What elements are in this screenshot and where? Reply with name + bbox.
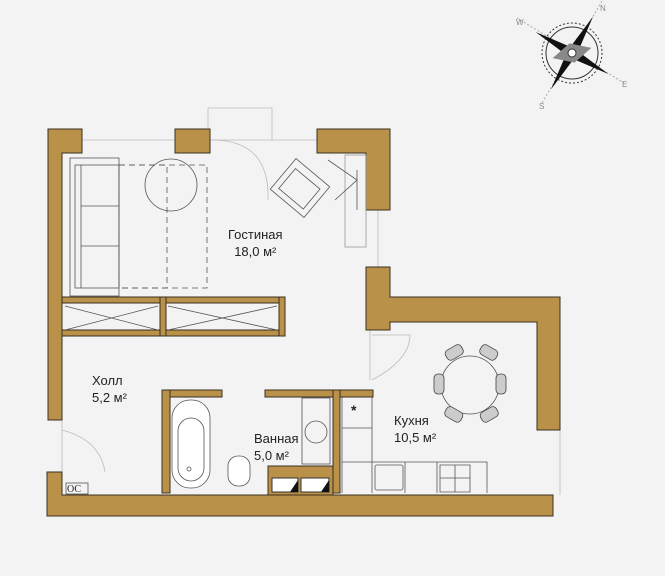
boiler-box (65, 482, 89, 495)
armchair (269, 157, 331, 219)
compass-n: N (600, 4, 606, 13)
living-furniture (64, 154, 367, 331)
room-label-hall: Холл 5,2 м² (92, 372, 127, 406)
kitchen-furniture (341, 344, 507, 493)
boiler-label: ОС (67, 484, 82, 495)
bath-furniture (171, 397, 331, 493)
compass-s: S (539, 102, 545, 111)
room-area: 5,2 м² (92, 390, 127, 405)
room-label-bath: Ванная 5,0 м² (254, 430, 299, 464)
room-label-living: Гостиная 18,0 м² (228, 226, 283, 260)
kitchen-mark: * (351, 402, 357, 418)
room-area: 18,0 м² (234, 244, 277, 259)
compass-rose-icon (516, 0, 625, 104)
room-name: Гостиная (228, 227, 283, 242)
walls (46, 128, 561, 517)
compass-w: W (516, 18, 524, 27)
openings (61, 107, 561, 495)
room-area: 5,0 м² (254, 448, 289, 463)
room-name: Кухня (394, 413, 429, 428)
room-name: Ванная (254, 431, 299, 446)
compass-e: E (622, 80, 628, 89)
room-area: 10,5 м² (394, 430, 437, 445)
room-name: Холл (92, 373, 123, 388)
room-label-kitchen: Кухня 10,5 м² (394, 412, 436, 446)
